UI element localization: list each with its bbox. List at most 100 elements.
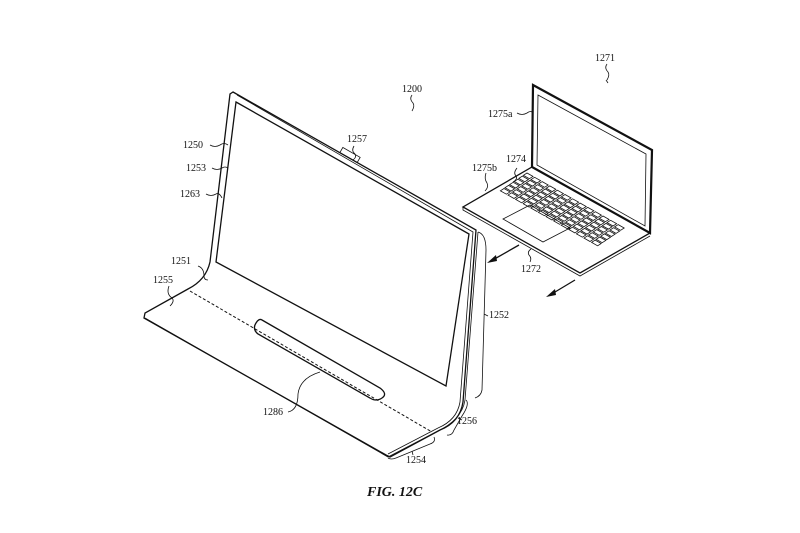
key: [507, 192, 519, 199]
key: [530, 176, 542, 184]
laptop-lid: [530, 83, 654, 235]
label-1250: 1250: [183, 140, 203, 151]
key: [511, 189, 523, 196]
key: [549, 210, 561, 218]
key: [601, 222, 613, 230]
key: [557, 215, 569, 222]
key: [537, 209, 549, 217]
key: [522, 172, 534, 180]
key: [527, 197, 539, 205]
key: [562, 211, 574, 219]
label-1271: 1271: [595, 53, 615, 64]
key: [586, 214, 598, 221]
key: [540, 188, 552, 196]
key: [580, 227, 592, 235]
key: [589, 221, 601, 229]
key: [546, 203, 558, 210]
key: [604, 230, 616, 237]
key: [530, 205, 542, 212]
key: [514, 196, 526, 204]
laptop-base: [461, 166, 652, 274]
key: [572, 223, 584, 231]
bracket-1252: [474, 231, 489, 399]
label-1254: 1254: [406, 455, 426, 466]
key: [551, 200, 563, 207]
key: [569, 216, 581, 223]
key: [563, 201, 575, 209]
key: [537, 181, 549, 188]
key: [600, 233, 612, 241]
label-1257: 1257: [347, 134, 367, 145]
key: [595, 236, 607, 244]
key: [559, 204, 571, 212]
key: [568, 198, 580, 205]
key: [571, 205, 583, 213]
label-1263: 1263: [180, 189, 200, 200]
key: [521, 183, 533, 190]
key: [598, 215, 610, 223]
key: [548, 192, 560, 200]
figure-caption: FIG. 12C: [366, 485, 423, 500]
screen-area: [215, 100, 470, 388]
key: [513, 178, 525, 186]
key: [553, 189, 565, 197]
key: [575, 202, 587, 210]
label-1256: 1256: [457, 416, 477, 427]
key: [613, 224, 625, 231]
motion-arrows: [487, 244, 576, 297]
keyboard: [499, 172, 625, 247]
key: [524, 190, 536, 198]
key: [578, 210, 590, 217]
key: [581, 217, 593, 225]
key: [597, 226, 609, 233]
key: [525, 179, 537, 187]
label-1286: 1286: [263, 407, 283, 418]
label-1275b: 1275b: [472, 163, 497, 174]
key: [543, 195, 555, 203]
key: [508, 181, 520, 189]
key: [594, 218, 606, 226]
key: [539, 199, 551, 206]
key: [518, 175, 530, 183]
key: [516, 186, 528, 193]
bracket-1256: [446, 399, 468, 436]
key: [606, 219, 618, 227]
key: [519, 193, 531, 201]
key: [560, 194, 572, 201]
key: [545, 213, 557, 221]
label-1251: 1251: [171, 256, 191, 267]
key: [554, 207, 566, 215]
label-1252: 1252: [489, 310, 509, 321]
camera-notch: [339, 146, 361, 164]
key: [574, 213, 586, 220]
key: [565, 219, 577, 226]
key: [552, 218, 564, 225]
key: [584, 224, 596, 232]
key: [590, 239, 602, 247]
key: [528, 187, 540, 194]
key: [577, 220, 589, 228]
key: [536, 191, 548, 199]
key: [542, 206, 554, 214]
display-stand-device: [143, 91, 479, 458]
trackpad: [502, 204, 571, 243]
key: [499, 188, 511, 195]
label-1274: 1274: [506, 154, 526, 165]
key: [583, 235, 595, 242]
label-1255: 1255: [153, 275, 173, 286]
label-1272: 1272: [521, 264, 541, 275]
key: [545, 185, 557, 193]
bracket-1254: [387, 436, 435, 460]
label-1253: 1253: [186, 163, 206, 174]
label-1275a: 1275a: [488, 109, 513, 120]
key: [533, 184, 545, 191]
key: [556, 197, 568, 204]
key: [504, 184, 516, 192]
laptop: [461, 83, 654, 277]
key: [566, 208, 578, 216]
key: [531, 194, 543, 202]
leader-lines: [167, 63, 610, 413]
key: [591, 211, 603, 218]
